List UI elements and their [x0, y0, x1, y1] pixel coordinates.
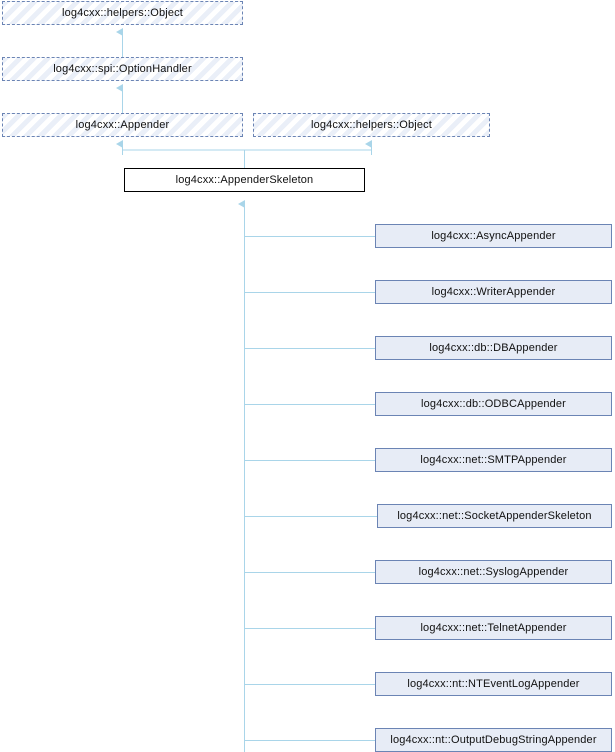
- class-node-spi-optionhandler[interactable]: log4cxx::spi::OptionHandler: [2, 57, 243, 81]
- class-node-writerappender[interactable]: log4cxx::WriterAppender: [375, 280, 612, 304]
- class-node-label: log4cxx::nt::NTEventLogAppender: [407, 678, 580, 690]
- class-node-label: log4cxx::spi::OptionHandler: [53, 63, 192, 75]
- class-node-nteventlogappender[interactable]: log4cxx::nt::NTEventLogAppender: [375, 672, 612, 696]
- class-node-label: log4cxx::helpers::Object: [311, 119, 432, 131]
- class-node-label: log4cxx::net::SMTPAppender: [420, 454, 567, 466]
- class-node-label: log4cxx::db::DBAppender: [429, 342, 558, 354]
- class-node-label: log4cxx::net::SyslogAppender: [418, 566, 569, 578]
- class-node-dbappender[interactable]: log4cxx::db::DBAppender: [375, 336, 612, 360]
- class-node-label: log4cxx::helpers::Object: [62, 7, 183, 19]
- class-node-label: log4cxx::AsyncAppender: [431, 230, 556, 242]
- class-node-telnetappender[interactable]: log4cxx::net::TelnetAppender: [375, 616, 612, 640]
- class-node-odbcappender[interactable]: log4cxx::db::ODBCAppender: [375, 392, 612, 416]
- edge-skeleton-to-appender: [122, 149, 245, 168]
- class-node-label: log4cxx::nt::OutputDebugStringAppender: [390, 734, 597, 746]
- class-node-label: log4cxx::Appender: [75, 119, 170, 131]
- class-node-appender[interactable]: log4cxx::Appender: [2, 113, 243, 137]
- class-node-syslogappender[interactable]: log4cxx::net::SyslogAppender: [375, 560, 612, 584]
- class-node-label: log4cxx::AppenderSkeleton: [175, 174, 314, 186]
- class-node-label: log4cxx::db::ODBCAppender: [421, 398, 566, 410]
- class-node-socketappenderskeleton[interactable]: log4cxx::net::SocketAppenderSkeleton: [377, 504, 612, 528]
- class-node-outputdebugstringappender[interactable]: log4cxx::nt::OutputDebugStringAppender: [375, 728, 612, 752]
- edge-skeleton-to-object: [244, 149, 372, 155]
- class-node-smtpappender[interactable]: log4cxx::net::SMTPAppender: [375, 448, 612, 472]
- class-node-label: log4cxx::WriterAppender: [431, 286, 556, 298]
- class-node-helpers-object-right[interactable]: log4cxx::helpers::Object: [253, 113, 490, 137]
- class-node-helpers-object-top[interactable]: log4cxx::helpers::Object: [2, 1, 243, 25]
- class-node-asyncappender[interactable]: log4cxx::AsyncAppender: [375, 224, 612, 248]
- class-node-label: log4cxx::net::TelnetAppender: [420, 622, 567, 634]
- class-node-appenderskeleton[interactable]: log4cxx::AppenderSkeleton: [124, 168, 365, 192]
- class-node-label: log4cxx::net::SocketAppenderSkeleton: [397, 510, 592, 522]
